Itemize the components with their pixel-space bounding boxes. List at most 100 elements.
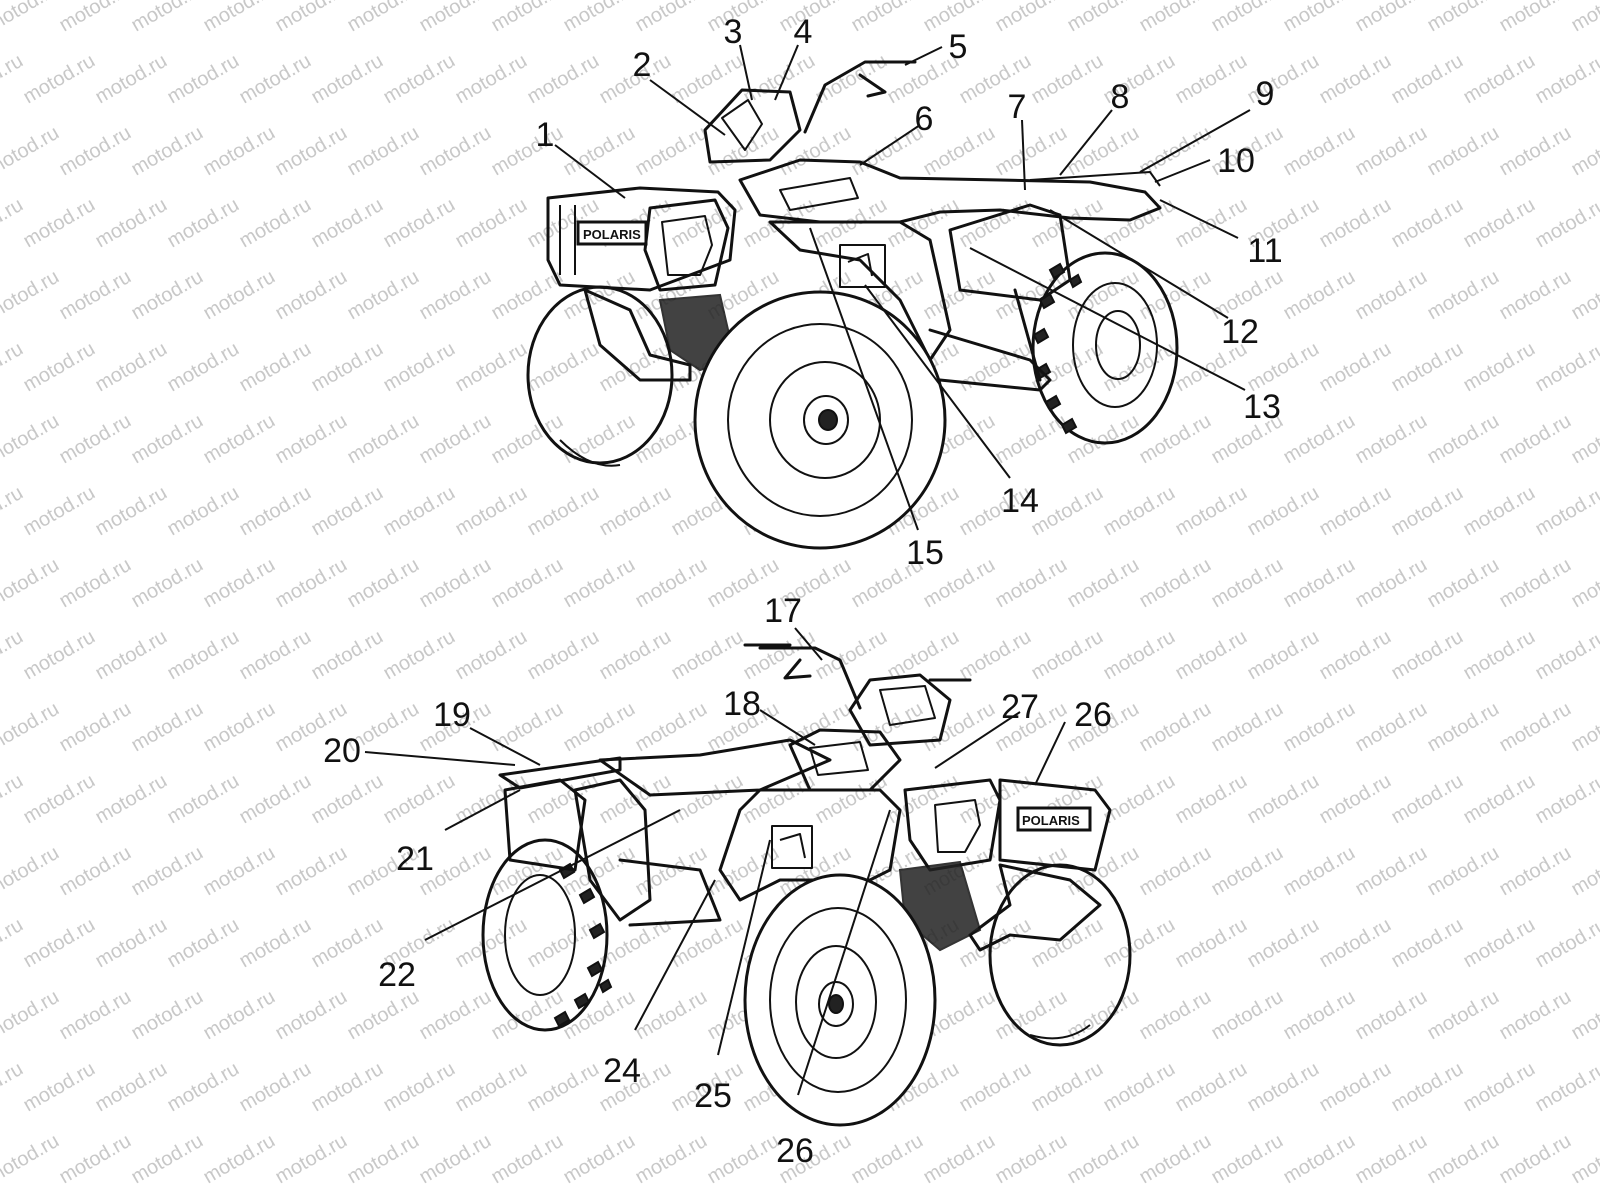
watermark-text: motod.ru [1532,50,1600,109]
watermark-text: motod.ru [1244,1058,1323,1117]
atv-body-top: POLARIS [546,60,1162,392]
watermark-text: motod.ru [380,482,459,541]
watermark-text: motod.ru [596,482,675,541]
watermark-text: motod.ru [1532,770,1600,829]
watermark-text: motod.ru [1100,482,1179,541]
watermark-text: motod.ru [524,338,603,397]
watermark-text: motod.ru [56,554,135,613]
watermark-text: motod.ru [1460,482,1539,541]
watermark-text: motod.ru [272,1130,351,1189]
watermark-text: motod.ru [524,50,603,109]
watermark-text: motod.ru [668,770,747,829]
watermark-text: motod.ru [164,626,243,685]
watermark-text: motod.ru [200,0,279,36]
watermark-text: motod.ru [812,50,891,109]
watermark-text: motod.ru [1496,122,1575,181]
watermark-text: motod.ru [236,338,315,397]
watermark-text: motod.ru [272,122,351,181]
callout-1: 1 [536,116,555,154]
watermark-text: motod.ru [380,770,459,829]
watermark-text: motod.ru [1424,1130,1503,1189]
watermark-text: motod.ru [128,266,207,325]
watermark-text: motod.ru [1568,410,1600,469]
watermark-text: motod.ru [1352,698,1431,757]
watermark-text: motod.ru [632,1130,711,1189]
watermark-text: motod.ru [308,482,387,541]
watermark-text: motod.ru [236,194,315,253]
watermark-text: motod.ru [1424,410,1503,469]
watermark-text: motod.ru [200,986,279,1045]
watermark-text: motod.ru [380,50,459,109]
watermark-text: motod.ru [848,1130,927,1189]
watermark-text: motod.ru [1064,986,1143,1045]
watermark-text: motod.ru [20,338,99,397]
watermark-text: motod.ru [92,770,171,829]
watermark-text: motod.ru [0,914,27,973]
watermark-text: motod.ru [1460,50,1539,109]
watermark-text: motod.ru [632,0,711,36]
watermark-text: motod.ru [236,1058,315,1117]
watermark-text: motod.ru [416,122,495,181]
watermark-text: motod.ru [416,1130,495,1189]
watermark-text: motod.ru [1280,122,1359,181]
watermark-text: motod.ru [1244,626,1323,685]
watermark-text: motod.ru [920,266,999,325]
watermark-text: motod.ru [704,0,783,36]
watermark-text: motod.ru [1568,842,1600,901]
watermark-text: motod.ru [20,50,99,109]
watermark-text: motod.ru [1100,770,1179,829]
atv-top-view: POLARIS [526,60,1179,550]
watermark-text: motod.ru [1064,0,1143,36]
watermark-text: motod.ru [380,626,459,685]
watermark-text: motod.ru [92,194,171,253]
watermark-text: motod.ru [1388,1058,1467,1117]
watermark-text: motod.ru [20,194,99,253]
rear-wheel-bottom [481,838,613,1032]
watermark-text: motod.ru [488,554,567,613]
atv-body-bottom: POLARIS [498,643,1112,952]
watermark-text: motod.ru [344,1130,423,1189]
watermark-text: motod.ru [1532,914,1600,973]
watermark-text: motod.ru [956,626,1035,685]
watermark-text: motod.ru [1424,266,1503,325]
watermark-text: motod.ru [992,410,1071,469]
watermark-text: motod.ru [1244,914,1323,973]
watermark-text: motod.ru [1208,698,1287,757]
watermark-text: motod.ru [308,50,387,109]
watermark-text: motod.ru [1352,0,1431,36]
callout-24: 24 [603,1052,641,1090]
watermark-text: motod.ru [1352,986,1431,1045]
watermark-text: motod.ru [812,626,891,685]
watermark-text: motod.ru [452,194,531,253]
watermark-text: motod.ru [488,410,567,469]
watermark-text: motod.ru [1100,1058,1179,1117]
callout-15: 15 [906,534,944,572]
watermark-text: motod.ru [452,50,531,109]
callout-27: 27 [1001,688,1039,726]
watermark-text: motod.ru [1136,0,1215,36]
watermark-text: motod.ru [200,410,279,469]
watermark-text: motod.ru [1280,554,1359,613]
watermark-text: motod.ru [20,914,99,973]
watermark-text: motod.ru [1064,1130,1143,1189]
watermark-text: motod.ru [812,770,891,829]
watermark-text: motod.ru [1388,770,1467,829]
watermark-text: motod.ru [1496,698,1575,757]
watermark-text: motod.ru [164,338,243,397]
watermark-text: motod.ru [1388,194,1467,253]
watermark-text: motod.ru [1496,1130,1575,1189]
watermark-text: motod.ru [632,122,711,181]
watermark-text: motod.ru [1208,1130,1287,1189]
watermark-text: motod.ru [1172,50,1251,109]
watermark-text: motod.ru [416,410,495,469]
watermark-text: motod.ru [1496,266,1575,325]
callout-13: 13 [1243,388,1281,426]
watermark-text: motod.ru [488,698,567,757]
callout-19: 19 [433,696,471,734]
watermark-text: motod.ru [1136,986,1215,1045]
watermark-text: motod.ru [0,698,63,757]
watermark-text: motod.ru [416,0,495,36]
watermark-text: motod.ru [1028,626,1107,685]
watermark-text: motod.ru [1100,914,1179,973]
